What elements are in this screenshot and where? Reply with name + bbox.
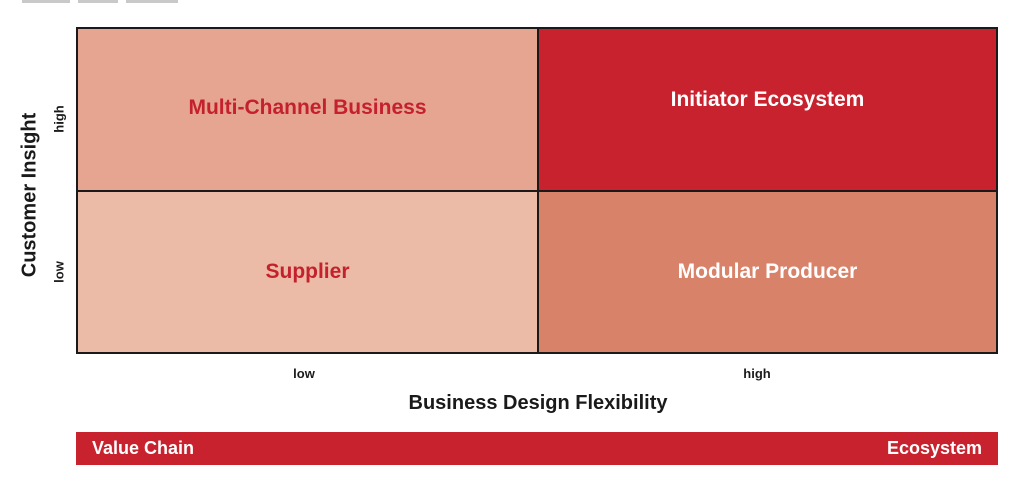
quadrant-label: Supplier	[265, 260, 350, 283]
spectrum-bar: Value Chain Ecosystem	[76, 432, 998, 465]
quadrant-multi-channel-business: Multi-Channel Business	[78, 29, 539, 192]
cropped-heading-remnant	[22, 0, 187, 3]
x-axis-title: Business Design Flexibility	[408, 392, 668, 414]
quadrant-label: Multi-Channel Business	[188, 95, 427, 119]
x-axis-tick-high: high	[743, 366, 771, 381]
y-axis-title: Customer Insight	[18, 112, 41, 278]
quadrant-label: Initiator Ecosystem	[670, 87, 865, 111]
quadrant-matrix: Multi-Channel Business Initiator Ecosyst…	[76, 27, 998, 354]
spectrum-right-label: Ecosystem	[886, 438, 982, 458]
quadrant-supplier: Supplier	[78, 192, 539, 352]
y-axis-tick-low: low	[51, 261, 67, 283]
y-axis-tick-high: high	[51, 105, 67, 133]
quadrant-label: Modular Producer	[677, 260, 858, 283]
quadrant-modular-producer: Modular Producer	[539, 192, 996, 352]
x-axis-tick-low: low	[293, 366, 315, 381]
spectrum-left-label: Value Chain	[92, 438, 195, 458]
quadrant-initiator-ecosystem: Initiator Ecosystem	[539, 29, 996, 192]
